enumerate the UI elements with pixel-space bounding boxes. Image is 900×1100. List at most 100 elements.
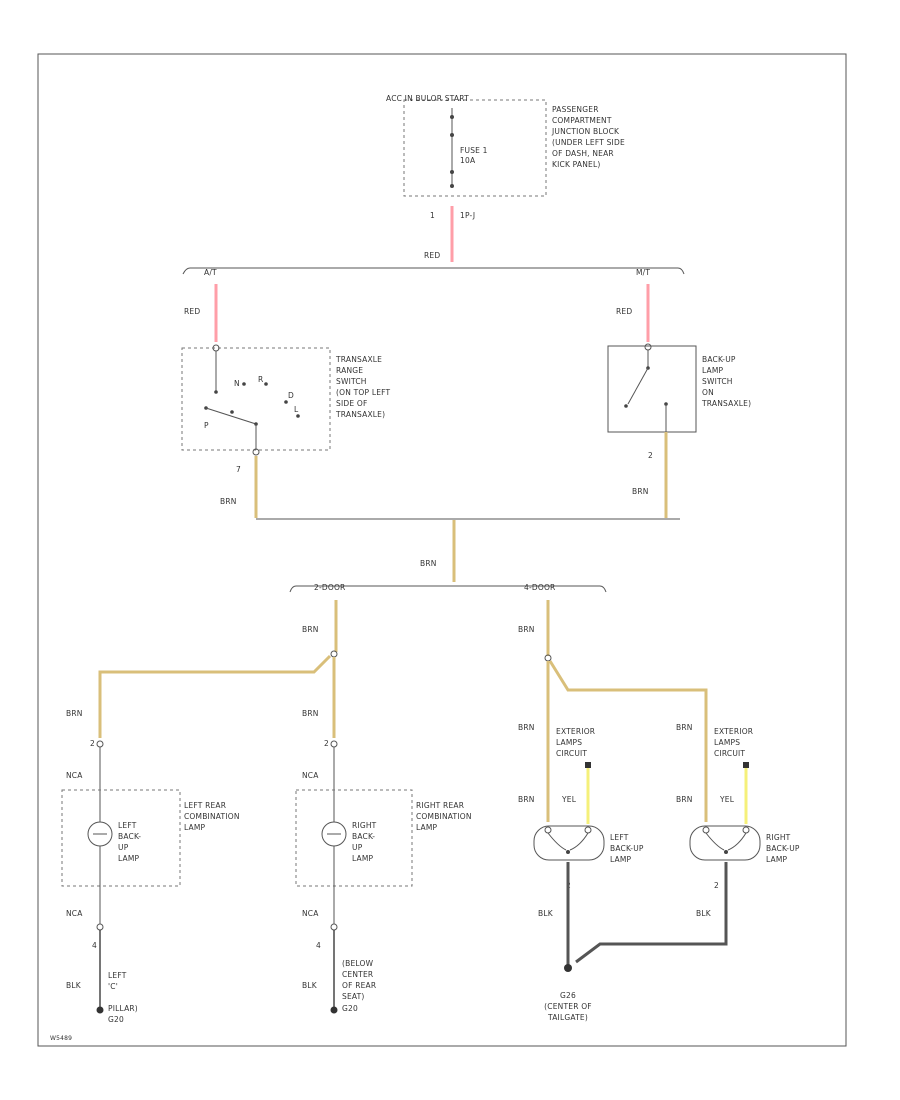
ground-label-line: (CENTER OF [544,1002,592,1011]
lamp-label-line: LEFT [118,821,137,830]
switch-contact [624,404,628,408]
range-switch-output-terminal [252,448,260,456]
ground-label-line: G20 [108,1015,124,1024]
switch-position-n: N [234,379,240,388]
lamp-label-line: BACK- [118,832,141,841]
backup-switch-label-line: SWITCH [702,377,733,386]
fuse-block-location-line: (UNDER LEFT SIDE [552,138,625,147]
range-switch-label-line: (ON TOP LEFT [336,388,391,397]
fuse-block-location-line: JUNCTION BLOCK [551,127,620,136]
bulb-terminal [544,826,552,834]
branch-two-door-label: 2-DOOR [314,583,345,592]
backup-switch-input-terminal [644,343,652,351]
backup-switch-pin: 2 [648,451,653,460]
right-combo-lamp-outline [295,789,413,887]
bulb-terminal [702,826,710,834]
brn-wire-label: BRN [676,723,693,732]
brn-wire-label: BRN [676,795,693,804]
transaxle-range-switch: N R D L P TRANSAXLE RANGE SWITCH (ON TOP… [181,344,391,474]
blk-label: BLK [66,981,82,990]
lamp-label-line: BACK-UP [610,844,644,853]
figure-id: W5489 [50,1035,72,1042]
fuse-terminal [450,115,454,119]
backup-switch-label-line: LAMP [702,366,724,375]
brn-wire-label: BRN [66,709,83,718]
connector-pin: 4 [316,941,321,950]
fuse-block: ACC IN BULOR START FUSE 1 10A PASSENGER … [386,94,625,220]
bulb-filament [705,832,725,851]
right-backup-lamp: RIGHT BACK-UP LAMP 2 BLK [575,825,800,964]
backup-switch-outline [607,345,697,433]
ground-icon [96,1006,104,1014]
connector-terminal [96,740,104,748]
brn-wire-left-lamp [98,654,332,738]
branch-auto-label: A/T [204,268,217,277]
switch-position-r: R [258,375,263,384]
brn-wire-label: BRN [518,723,535,732]
ground-label-line: SEAT) [342,992,365,1001]
brn-wire-label: BRN [420,559,437,568]
yel-wire-label: YEL [719,795,735,804]
junction-block-outline [403,99,547,197]
ground-label-line: G26 [560,991,576,1000]
ground-icon [564,964,572,972]
ground-label-line: 'C' [108,982,118,991]
backup-lamp-switch: BACK-UP LAMP SWITCH ON TRANSAXLE) 2 [607,343,751,460]
ground-label-line: LEFT [108,971,127,980]
combo-lamp-label-line: COMBINATION [416,812,472,821]
blk-wire [575,862,728,964]
switch-contact [284,400,288,404]
range-switch-label-line: SWITCH [336,377,367,386]
bulb-filament [547,832,567,851]
fuse-terminal [450,133,454,137]
bulb-terminal [742,826,750,834]
fuse-rating: 10A [460,156,476,165]
exterior-circuit-label-line: EXTERIOR [714,727,753,736]
brn-wire-label: BRN [518,625,535,634]
exterior-circuit-label-line: EXTERIOR [556,727,595,736]
nca-label: NCA [302,771,319,780]
switch-contact [264,382,268,386]
branch-four-door-label: 4-DOOR [524,583,555,592]
fuse-terminal [450,170,454,174]
switch-position-l: L [294,405,299,414]
fuse-output-connector: 1P-J [460,211,475,220]
exterior-circuit-label-line: LAMPS [714,738,740,747]
fuse-label: FUSE 1 [460,146,488,155]
exterior-circuit-label-line: CIRCUIT [714,749,745,758]
ground-icon [330,1006,338,1014]
ground-label-line: (BELOW [342,959,374,968]
switch-contact [242,382,246,386]
bulb-common-terminal [566,850,570,854]
fuse-terminal [450,184,454,188]
ground-label-line: CENTER [342,970,373,979]
lamp-label-line: LAMP [766,855,788,864]
combo-lamp-label-line: COMBINATION [184,812,240,821]
blk-label: BLK [302,981,318,990]
ignition-mode-label: ACC IN BULOR START [386,94,469,103]
connector-terminal [96,923,104,931]
brn-wire-right-backup [548,660,708,822]
connector-terminal [330,740,338,748]
combo-lamp-label-line: RIGHT REAR [416,801,464,810]
bulb-common-terminal [724,850,728,854]
backup-switch-blade [627,367,649,405]
yel-wire-label: YEL [561,795,577,804]
brn-wire-label: BRN [302,625,319,634]
backup-switch-label-line: ON [702,388,714,397]
left-backup-lamp: LEFT BACK-UP LAMP 2 BLK [533,825,644,966]
brn-wire-label: BRN [518,795,535,804]
lamp-label-line: RIGHT [766,833,791,842]
fuse-block-location-line: KICK PANEL) [552,160,601,169]
lamp-label-line: LAMP [352,854,374,863]
exterior-circuit-label-line: CIRCUIT [556,749,587,758]
backup-switch-label-line: TRANSAXLE) [701,399,751,408]
dual-filament-bulb-icon [533,825,605,861]
brn-wire-label: BRN [632,487,649,496]
ground-label-line: PILLAR) [108,1004,138,1013]
lamp-label-line: LAMP [610,855,632,864]
lamp-label-line: LEFT [610,833,629,842]
range-switch-label-line: TRANSAXLE) [335,410,385,419]
connector-pin: 2 [714,881,719,890]
